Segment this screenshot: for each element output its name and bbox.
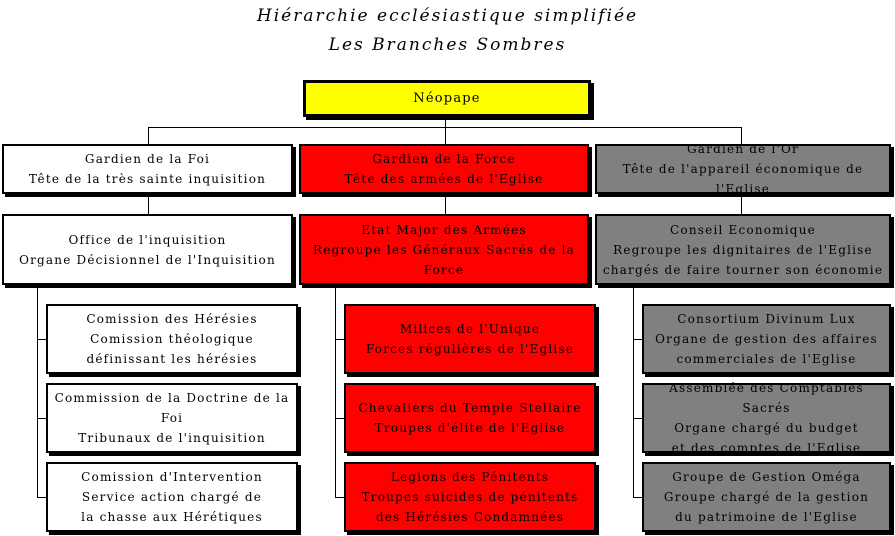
chart-title: Hiérarchie ecclésiastique simplifiée (256, 6, 639, 26)
node-unit: Comission des Hérésies Comission théolog… (46, 304, 298, 374)
node-unit-label: Comission des Hérésies Comission théolog… (86, 312, 258, 366)
connector-branch1-unit1 (37, 339, 46, 340)
node-unit: Groupe de Gestion Oméga Groupe chargé de… (642, 462, 891, 532)
connector-head-office-1 (148, 194, 149, 214)
node-subtitle: Tête de la très sainte inquisition (28, 172, 267, 186)
connector-branch2-unit2 (335, 418, 344, 419)
connector-branch1-vertical (37, 285, 38, 498)
node-unit-label: Consortium Divinum Lux Organe de gestion… (655, 312, 878, 366)
node-subtitle: Regroupe les dignitaires de l'Eglise cha… (602, 242, 884, 277)
node-unit: Commission de la Doctrine de la Foi Trib… (46, 383, 298, 453)
node-unit-label: Legions des Pénitents Troupes suicides d… (361, 470, 579, 524)
node-unit: Chevaliers du Temple Stellaire Troupes d… (344, 383, 596, 453)
connector-head-office-3 (741, 194, 742, 214)
node-unit-label: Groupe de Gestion Oméga Groupe chargé de… (663, 470, 870, 524)
node-subtitle: Regroupe les Généraux Sacrés de la Force (312, 242, 576, 277)
node-unit-label: Chevaliers du Temple Stellaire Troupes d… (358, 401, 582, 435)
node-unit: Milices de l'Unique Forces régulières de… (344, 304, 596, 374)
connector-branch1-unit3 (37, 497, 46, 498)
node-title: Etat Major des Armées (361, 222, 527, 237)
connector-branch1-unit2 (37, 418, 46, 419)
node-subtitle: Tête des armées de l'Eglise (344, 172, 544, 186)
connector-branch3-unit1 (633, 339, 642, 340)
connector-branch2-unit3 (335, 497, 344, 498)
connector-branch2-vertical (335, 285, 336, 498)
connector-left-drop (148, 127, 149, 144)
connector-right-drop (741, 127, 742, 144)
connector-head-office-2 (445, 194, 446, 214)
node-unit: Consortium Divinum Lux Organe de gestion… (642, 304, 891, 374)
node-unit: Assemblée des Comptables Sacrés Organe c… (642, 381, 891, 455)
node-unit-label: Assemblée des Comptables Sacrés Organe c… (669, 381, 864, 455)
root-node-neopape: Néopape (303, 80, 591, 117)
node-title: Gardien de la Force (372, 152, 516, 166)
connector-branch3-unit3 (633, 497, 642, 498)
connector-center-drop (445, 127, 446, 144)
node-title: Office de l'inquisition (68, 232, 227, 247)
node-subtitle: Organe Décisionnel de l'Inquisition (19, 252, 276, 267)
node-unit-label: Commission de la Doctrine de la Foi Trib… (54, 391, 290, 445)
node-title: Conseil Economique (670, 222, 816, 237)
node-title: Gardien de l'Or (687, 142, 799, 156)
node-unit-label: Comission d'Intervention Service action … (81, 470, 263, 524)
node-title: Gardien de la Foi (84, 152, 211, 166)
connector-branch3-unit2 (633, 418, 642, 419)
chart-subtitle: Les Branches Sombres (328, 35, 567, 55)
node-unit-label: Milices de l'Unique Forces régulières de… (365, 322, 575, 356)
connector-root-down (445, 117, 446, 127)
node-subtitle: Tête de l'appareil économique de l'Eglis… (622, 162, 864, 196)
root-node-label: Néopape (413, 90, 481, 106)
connector-branch3-vertical (633, 285, 634, 498)
connector-branch2-unit1 (335, 339, 344, 340)
node-unit: Legions des Pénitents Troupes suicides d… (344, 462, 596, 532)
node-unit: Comission d'Intervention Service action … (46, 462, 298, 532)
